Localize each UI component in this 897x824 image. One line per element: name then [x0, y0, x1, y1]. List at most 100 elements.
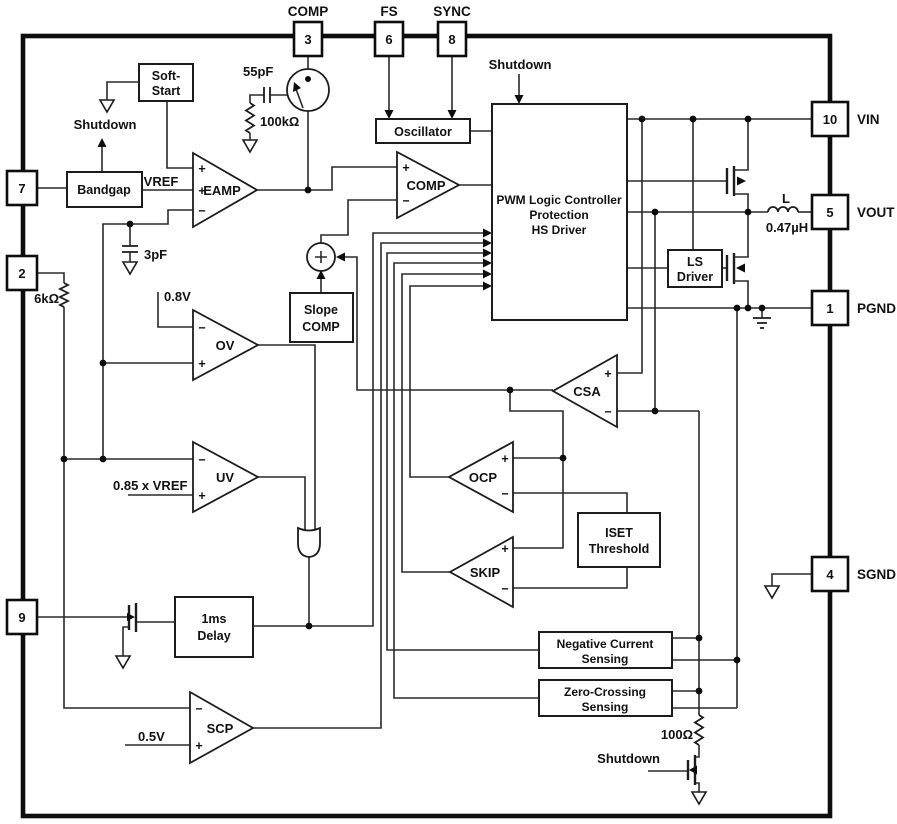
skip-minus: − — [501, 582, 508, 596]
uv-label: UV — [216, 470, 234, 485]
comp-minus: − — [402, 194, 409, 208]
pwm-line2: Protection — [529, 208, 588, 222]
iset-line1: ISET — [605, 526, 633, 540]
pin-3-label: COMP — [288, 4, 329, 19]
gnd-sgnd — [763, 585, 781, 600]
ncs-line2: Sensing — [582, 652, 629, 666]
junction — [744, 304, 752, 312]
uv-plus: + — [198, 489, 205, 503]
switch-lever-arrowhead — [293, 82, 301, 92]
wire-res-fet — [695, 745, 700, 758]
neg-current-block — [538, 631, 673, 669]
csa-plus: + — [604, 367, 611, 381]
wire-scp-pwm — [253, 242, 483, 729]
net-labels: VREF Shutdown Shutdown Shutdown 0.8V 0.8… — [34, 57, 808, 766]
wire-eamp-out — [257, 166, 397, 191]
pin-boxes: 3 COMP 6 FS 8 SYNC 7 2 9 10 VIN 5 VOUT 1… — [5, 4, 896, 636]
pin-5-label: VOUT — [857, 205, 895, 220]
res-100-label: 100Ω — [661, 727, 693, 742]
pin-4-num: 4 — [826, 567, 834, 582]
shutdown-top-label: Shutdown — [489, 57, 552, 72]
blocks: Soft- Start Bandgap Oscillator PWM Logic… — [66, 63, 723, 717]
uv-comparator — [192, 440, 260, 514]
junction — [744, 208, 752, 216]
hs-source — [734, 193, 749, 212]
gnd-pin9fet — [114, 655, 132, 670]
wire-ov-out — [258, 344, 316, 531]
junction — [733, 304, 741, 312]
resistor-6k-symbol — [57, 282, 71, 308]
earth-ground-pgnd — [753, 317, 771, 329]
pin-5 — [810, 193, 850, 231]
wire-delay-pwm — [253, 232, 483, 627]
gnd-100k — [241, 139, 259, 154]
arrow-pwm-6 — [483, 281, 492, 291]
pin-5-num: 5 — [826, 205, 833, 220]
summing-junction — [306, 242, 336, 272]
wire-fet9-gnd — [122, 626, 129, 656]
junction — [99, 455, 107, 463]
junction — [60, 455, 68, 463]
gnd-shutdownfet — [690, 791, 708, 806]
wires — [37, 56, 812, 792]
ls-driver-line2: Driver — [677, 270, 713, 284]
pin-8 — [436, 20, 468, 58]
comp-capacitor — [263, 87, 271, 103]
wire-zcs-pwm — [393, 262, 539, 699]
ov-ref-label: 0.8V — [164, 289, 191, 304]
pin-6 — [373, 20, 405, 58]
uv-ref-label: 0.85 x VREF — [113, 478, 187, 493]
pin-6-label: FS — [380, 4, 397, 19]
pin-7-num: 7 — [18, 181, 25, 196]
cap-55pf-label: 55pF — [243, 64, 273, 79]
eamp-minus: − — [198, 204, 205, 218]
delay-line2: Delay — [197, 629, 230, 643]
junction-dots — [60, 115, 766, 695]
arrow-pwm-5 — [483, 269, 492, 279]
wire-fet-gnd — [695, 782, 700, 792]
sd-body-arrow — [689, 765, 697, 775]
csa-minus: − — [604, 405, 611, 419]
scp-comparator — [189, 690, 255, 765]
wire-csa-plus-vin — [617, 119, 643, 374]
arrow-slope-sum — [316, 270, 326, 279]
sum-plus — [315, 251, 327, 263]
junction — [758, 304, 766, 312]
arrowheads — [97, 95, 524, 291]
junction — [99, 359, 107, 367]
amplifiers — [189, 150, 618, 765]
junction — [733, 656, 741, 664]
junction — [689, 115, 697, 123]
switch-contact-dot — [305, 76, 311, 82]
shutdown-mosfet — [686, 755, 697, 785]
pin-2 — [5, 254, 39, 292]
chip-border — [20, 33, 833, 819]
pin9-mosfet — [127, 603, 138, 632]
capacitor-55pf-symbol — [263, 87, 271, 103]
junction — [638, 115, 646, 123]
pin-9 — [5, 598, 39, 636]
ls-source — [734, 280, 749, 308]
ls-driver-line1: LS — [687, 255, 703, 269]
comp-comparator — [396, 150, 461, 220]
csa-label: CSA — [573, 384, 601, 399]
bandgap-block — [66, 171, 143, 208]
pwm-line3: HS Driver — [532, 223, 587, 237]
ls-driver-block — [667, 249, 723, 288]
pin-1-label: PGND — [857, 301, 896, 316]
pin-3-num: 3 — [304, 32, 311, 47]
oscillator-block — [375, 118, 471, 144]
comp-pin-switch — [286, 68, 330, 112]
arrow-shutdown-up — [97, 138, 107, 147]
bandgap-label: Bandgap — [77, 183, 131, 197]
iset-block — [577, 512, 661, 568]
junction — [559, 454, 567, 462]
pin-3 — [292, 20, 324, 58]
hs-body-arrow — [737, 176, 746, 186]
wire-softstart-eamp — [166, 101, 193, 169]
wire-ocp-pwm — [409, 285, 483, 478]
arrow-fs — [384, 110, 394, 119]
pin-1 — [810, 289, 850, 327]
